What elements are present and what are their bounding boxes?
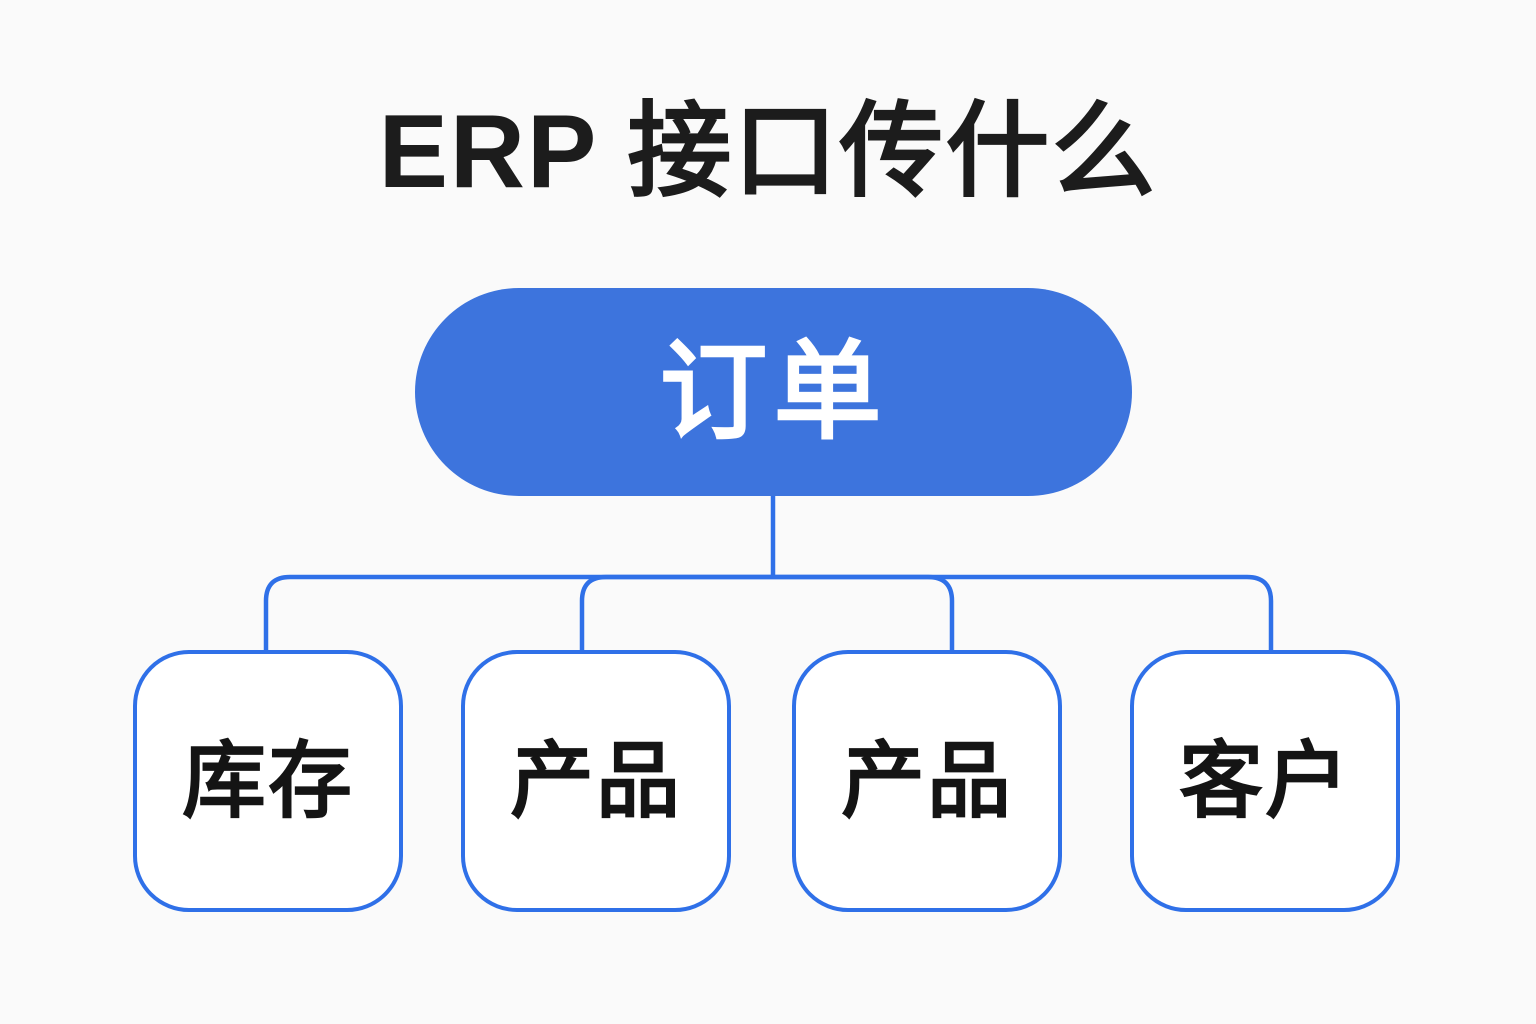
- connector-branch-3: [773, 574, 1274, 650]
- page-title: ERP 接口传什么: [378, 94, 1158, 210]
- node-child-product-2[interactable]: 产品: [792, 650, 1062, 912]
- node-child-label: 产品: [509, 734, 682, 828]
- connector-branch-2: [773, 574, 955, 650]
- node-child-inventory[interactable]: 库存: [133, 650, 403, 912]
- node-root-order[interactable]: 订单: [415, 288, 1132, 496]
- node-child-label: 库存: [181, 734, 354, 828]
- connector-branch-1: [579, 574, 773, 650]
- node-child-label: 产品: [840, 734, 1013, 828]
- node-root-label: 订单: [659, 331, 888, 452]
- node-child-label: 客户: [1178, 734, 1351, 828]
- node-child-customer[interactable]: 客户: [1130, 650, 1400, 912]
- connector-branch-0: [263, 574, 773, 650]
- node-child-product-1[interactable]: 产品: [461, 650, 731, 912]
